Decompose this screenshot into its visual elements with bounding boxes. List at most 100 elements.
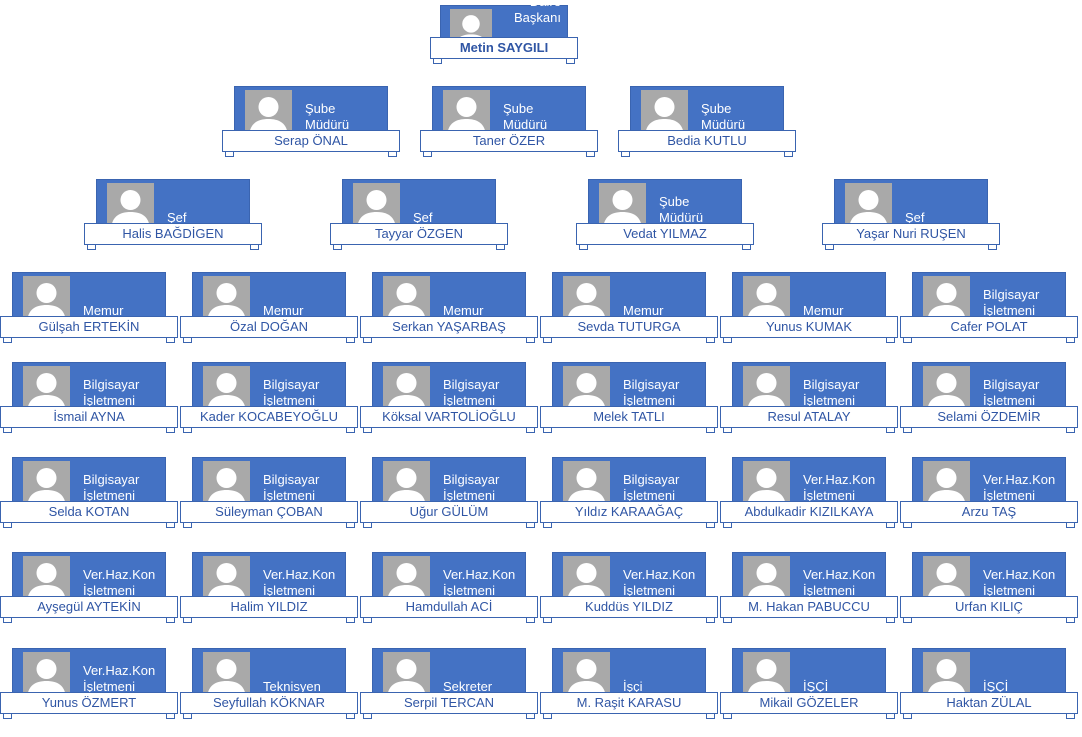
person-name: Kader KOCABEYOĞLU — [180, 406, 358, 428]
job-title: Memur — [443, 303, 484, 318]
person-name: Bedia KUTLU — [618, 130, 796, 152]
person-name: Melek TATLI — [540, 406, 718, 428]
person-name: Ayşegül AYTEKİN — [0, 596, 178, 618]
person-name: İsmail AYNA — [0, 406, 178, 428]
person-name: Gülşah ERTEKİN — [0, 316, 178, 338]
person-name: Tayyar ÖZGEN — [330, 223, 508, 245]
job-title: Sekreter — [443, 679, 493, 694]
job-title: İŞÇİ — [983, 679, 1009, 694]
person-name: Arzu TAŞ — [900, 501, 1078, 523]
person-name: Yunus ÖZMERT — [0, 692, 178, 714]
person-name: Halis BAĞDİGEN — [84, 223, 262, 245]
job-title: Memur — [263, 303, 304, 318]
person-name: Abdulkadir KIZILKAYA — [720, 501, 898, 523]
job-title: Memur — [623, 303, 664, 318]
person-name: Özal DOĞAN — [180, 316, 358, 338]
job-title: Memur — [83, 303, 124, 318]
person-name: Taner ÖZER — [420, 130, 598, 152]
person-name: Resul ATALAY — [720, 406, 898, 428]
person-name: Serap ÖNAL — [222, 130, 400, 152]
person-name: Halim YILDIZ — [180, 596, 358, 618]
person-name: Vedat YILMAZ — [576, 223, 754, 245]
person-name: Köksal VARTOLİOĞLU — [360, 406, 538, 428]
person-name: Sevda TUTURGA — [540, 316, 718, 338]
job-title: Şef — [413, 210, 433, 225]
job-title: Şef — [167, 210, 187, 225]
person-name: Selami ÖZDEMİR — [900, 406, 1078, 428]
job-title: İşçi — [623, 679, 643, 694]
person-name: Kuddüs YILDIZ — [540, 596, 718, 618]
person-name: Seyfullah KÖKNAR — [180, 692, 358, 714]
job-title: Memur — [803, 303, 844, 318]
person-name: Metin SAYGILI — [430, 37, 578, 59]
person-name: M. Hakan PABUCCU — [720, 596, 898, 618]
person-name: Süleyman ÇOBAN — [180, 501, 358, 523]
person-name: Uğur GÜLÜM — [360, 501, 538, 523]
person-name: Yaşar Nuri RUŞEN — [822, 223, 1000, 245]
person-name: Yıldız KARAAĞAÇ — [540, 501, 718, 523]
person-name: Selda KOTAN — [0, 501, 178, 523]
job-title: Teknisyen — [263, 679, 321, 694]
person-name: Urfan KILIÇ — [900, 596, 1078, 618]
person-name: M. Raşit KARASU — [540, 692, 718, 714]
person-name: Yunus KUMAK — [720, 316, 898, 338]
person-name: Cafer POLAT — [900, 316, 1078, 338]
